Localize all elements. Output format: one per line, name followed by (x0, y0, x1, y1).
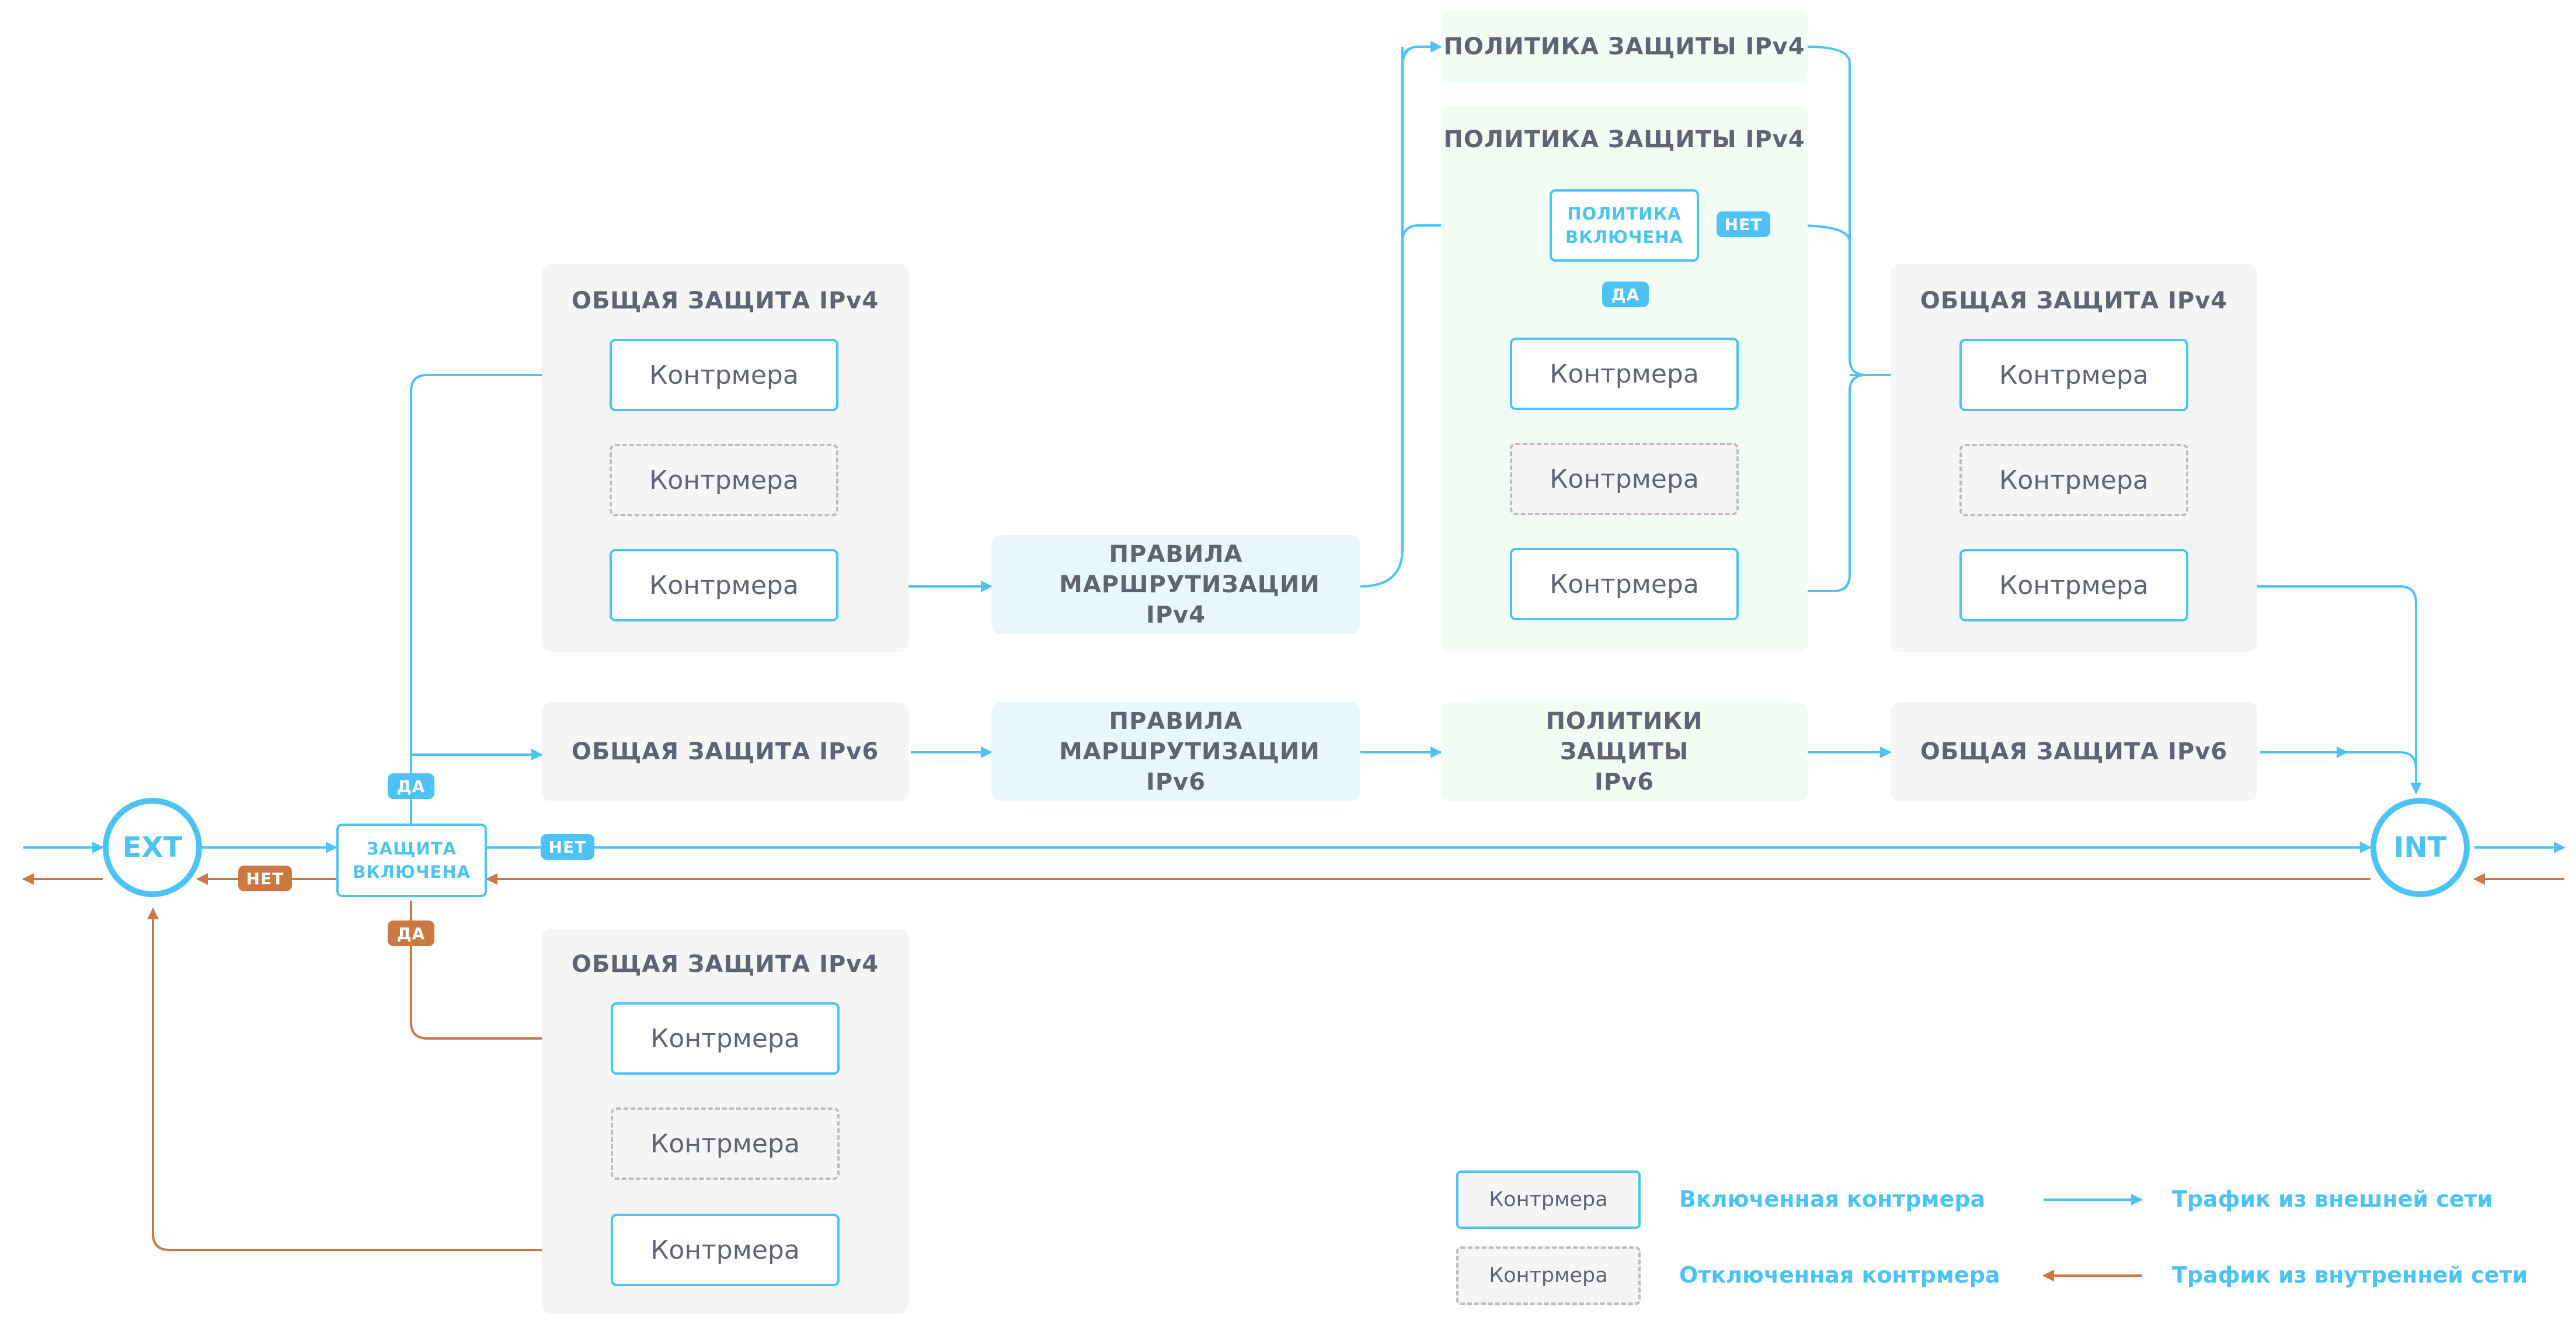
routing-ipv6-label: ПРАВИЛА МАРШРУТИЗАЦИИ IPv6 (1059, 708, 1320, 796)
countermeasure-1: Контрмера (1959, 339, 2188, 411)
countermeasure-3: Контрмера (610, 549, 838, 621)
panel-general-ipv6-left: ОБЩАЯ ЗАЩИТА IPv6 (542, 702, 908, 801)
panel-title: ПОЛИТИКА ЗАЩИТЫ IPv4 (1443, 126, 1805, 153)
panel-routing-ipv6: ПРАВИЛА МАРШРУТИЗАЦИИ IPv6 (991, 702, 1360, 801)
legend-enabled-box: Контрмера (1456, 1170, 1641, 1229)
countermeasure-2-disabled: Контрмера (611, 1107, 840, 1180)
countermeasure-2-disabled: Контрмера (1959, 444, 2188, 516)
badge-no-return: НЕТ (238, 866, 292, 891)
general-ipv6-label: ОБЩАЯ ЗАЩИТА IPv6 (571, 738, 879, 765)
panel-general-ipv4-top: ОБЩАЯ ЗАЩИТА IPv4 Контрмера Контрмера Ко… (542, 264, 908, 652)
routing-ipv4-label: ПРАВИЛА МАРШРУТИЗАЦИИ IPv4 (1059, 541, 1320, 628)
badge-yes-top: ДА (388, 773, 434, 799)
legend-disabled-label: Отключенная контрмера (1679, 1262, 2000, 1288)
countermeasure-1: Контрмера (610, 339, 838, 411)
badge-yes-policy: ДА (1602, 282, 1649, 307)
int-node: INT (2370, 798, 2470, 897)
legend-enabled-label: Включенная контрмера (1679, 1186, 1986, 1212)
legend-inbound-label: Трафик из внешней сети (2172, 1186, 2493, 1212)
countermeasure-1: Контрмера (1510, 338, 1739, 410)
countermeasure-3: Контрмера (611, 1214, 840, 1286)
panel-general-ipv4-right: ОБЩАЯ ЗАЩИТА IPv4 Контрмера Контрмера Ко… (1891, 264, 2257, 652)
panel-routing-ipv4: ПРАВИЛА МАРШРУТИЗАЦИИ IPv4 (991, 535, 1360, 634)
panel-policy-ipv4: ПОЛИТИКА ЗАЩИТЫ IPv4 ПОЛИТИКА ВКЛЮЧЕНА К… (1441, 105, 1808, 652)
legend-outbound-label: Трафик из внутренней сети (2172, 1262, 2528, 1288)
badge-no-main: НЕТ (541, 834, 594, 860)
countermeasure-2-disabled: Контрмера (1510, 443, 1739, 515)
panel-general-ipv4-bottom: ОБЩАЯ ЗАЩИТА IPv4 Контрмера Контрмера Ко… (542, 929, 908, 1314)
countermeasure-1: Контрмера (611, 1002, 840, 1075)
countermeasure-2-disabled: Контрмера (610, 444, 838, 516)
ext-label: EXT (122, 831, 183, 864)
badge-yes-bottom: ДА (388, 920, 434, 946)
protection-enabled-label: ЗАЩИТА ВКЛЮЧЕНА (353, 839, 471, 882)
panel-policy-ipv4-small: ПОЛИТИКА ЗАЩИТЫ IPv4 (1441, 11, 1808, 83)
countermeasure-3: Контрмера (1510, 548, 1739, 620)
protection-enabled-decision: ЗАЩИТА ВКЛЮЧЕНА (336, 824, 487, 897)
countermeasure-3: Контрмера (1959, 549, 2188, 621)
badge-no-policy: НЕТ (1717, 211, 1770, 237)
panel-title: ОБЩАЯ ЗАЩИТА IPv4 (571, 287, 879, 314)
policy-enabled-decision: ПОЛИТИКА ВКЛЮЧЕНА (1550, 189, 1699, 262)
panel-general-ipv6-right: ОБЩАЯ ЗАЩИТА IPv6 (1891, 702, 2257, 801)
panel-title: ОБЩАЯ ЗАЩИТА IPv4 (1920, 287, 2228, 314)
policy-enabled-label: ПОЛИТИКА ВКЛЮЧЕНА (1565, 204, 1683, 247)
panel-title: ОБЩАЯ ЗАЩИТА IPv4 (571, 951, 879, 978)
policies-ipv6-label: ПОЛИТИКИ ЗАЩИТЫ IPv6 (1545, 708, 1703, 796)
int-label: INT (2393, 831, 2447, 864)
panel-policies-ipv6: ПОЛИТИКИ ЗАЩИТЫ IPv6 (1441, 702, 1808, 801)
general-ipv6-right-label: ОБЩАЯ ЗАЩИТА IPv6 (1920, 738, 2228, 765)
policy-ipv4-small-label: ПОЛИТИКА ЗАЩИТЫ IPv4 (1443, 33, 1805, 60)
ext-node: EXT (103, 798, 202, 897)
legend-disabled-box: Контрмера (1456, 1246, 1641, 1305)
